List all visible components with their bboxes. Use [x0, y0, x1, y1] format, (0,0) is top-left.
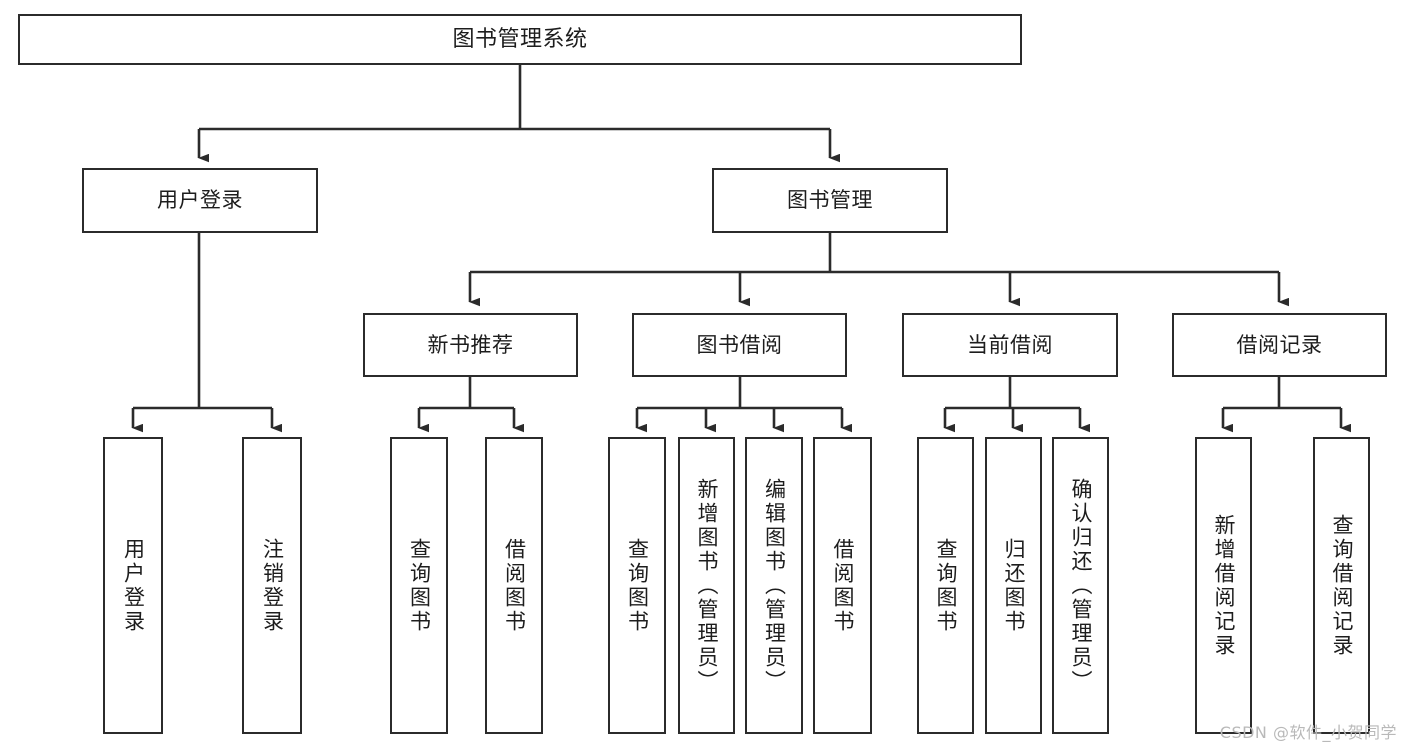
node-new-book-recommend[interactable]: 新书推荐 — [363, 313, 578, 377]
node-book-borrow-label: 图书借阅 — [696, 332, 783, 357]
node-root[interactable]: 图书管理系统 — [18, 14, 1022, 65]
node-leaf-return-book-label: 归还图书 — [1002, 537, 1026, 634]
node-leaf-query-borrow-record-label: 查询借阅记录 — [1330, 513, 1354, 658]
node-leaf-edit-book-admin[interactable]: 编辑图书（管理员） — [745, 437, 803, 734]
node-book-borrow[interactable]: 图书借阅 — [632, 313, 847, 377]
node-leaf-confirm-return-admin-label: 确认归还（管理员） — [1069, 477, 1093, 694]
node-leaf-edit-book-admin-label: 编辑图书（管理员） — [762, 477, 787, 694]
node-leaf-borrow-book-1[interactable]: 借阅图书 — [485, 437, 543, 734]
node-leaf-query-book-1[interactable]: 查询图书 — [390, 437, 448, 734]
node-leaf-query-book-1-label: 查询图书 — [407, 537, 432, 634]
node-current-borrow-label: 当前借阅 — [967, 332, 1053, 357]
node-borrow-record-label: 借阅记录 — [1236, 332, 1323, 357]
node-leaf-query-book-2-label: 查询图书 — [625, 537, 650, 634]
node-leaf-user-login[interactable]: 用户登录 — [103, 437, 163, 734]
node-leaf-user-login-label: 用户登录 — [121, 537, 146, 634]
node-leaf-borrow-book-2[interactable]: 借阅图书 — [813, 437, 872, 734]
node-new-book-recommend-label: 新书推荐 — [427, 332, 514, 357]
node-leaf-user-logout[interactable]: 注销登录 — [242, 437, 302, 734]
node-leaf-query-book-3[interactable]: 查询图书 — [917, 437, 974, 734]
node-book-manage[interactable]: 图书管理 — [712, 168, 948, 233]
csdn-watermark: CSDN @软件_小贺同学 — [1219, 723, 1397, 742]
node-current-borrow[interactable]: 当前借阅 — [902, 313, 1118, 377]
node-leaf-query-book-2[interactable]: 查询图书 — [608, 437, 666, 734]
node-borrow-record[interactable]: 借阅记录 — [1172, 313, 1387, 377]
node-leaf-query-borrow-record[interactable]: 查询借阅记录 — [1313, 437, 1370, 734]
node-book-manage-label: 图书管理 — [787, 188, 873, 213]
node-root-label: 图书管理系统 — [452, 26, 588, 52]
node-leaf-borrow-book-2-label: 借阅图书 — [831, 537, 855, 634]
node-leaf-add-borrow-record[interactable]: 新增借阅记录 — [1195, 437, 1252, 734]
node-leaf-user-logout-label: 注销登录 — [260, 537, 285, 634]
node-leaf-add-book-admin[interactable]: 新增图书（管理员） — [678, 437, 735, 734]
node-leaf-return-book[interactable]: 归还图书 — [985, 437, 1042, 734]
node-user-login[interactable]: 用户登录 — [82, 168, 318, 233]
node-leaf-borrow-book-1-label: 借阅图书 — [502, 537, 527, 634]
node-leaf-add-borrow-record-label: 新增借阅记录 — [1212, 513, 1236, 658]
node-leaf-add-book-admin-label: 新增图书（管理员） — [695, 477, 719, 694]
node-leaf-confirm-return-admin[interactable]: 确认归还（管理员） — [1052, 437, 1109, 734]
node-leaf-query-book-3-label: 查询图书 — [934, 537, 958, 634]
node-user-login-label: 用户登录 — [157, 188, 243, 213]
